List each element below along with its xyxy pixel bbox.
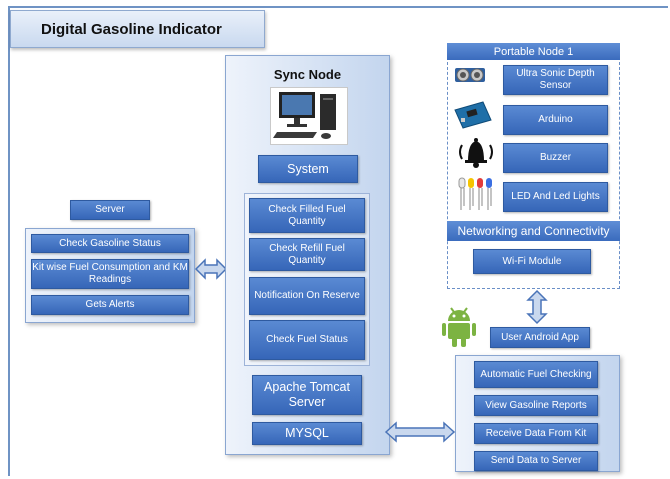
arduino-board-icon [454,101,492,129]
sync-node-label: Sync Node [273,67,342,82]
sync-item: Check Filled Fuel Quantity [249,198,365,233]
server-item: Gets Alerts [31,295,189,315]
android-icon [442,307,476,347]
server-label: Server [70,200,150,220]
android-app-label: User Android App [490,327,590,348]
double-arrow-icon [194,258,228,280]
networking-label: Networking and Connectivity [447,221,620,241]
wifi-module-label: Wi-Fi Module [473,249,591,274]
computer-icon [270,87,348,145]
sync-item: Notification On Reserve [249,277,365,315]
android-item: Send Data to Server [474,451,598,471]
sync-item: Check Fuel Status [249,320,365,360]
portable-item: Ultra Sonic Depth Sensor [503,65,608,95]
android-item: View Gasoline Reports [474,395,598,416]
android-item: Receive Data From Kit [474,423,598,444]
frame-left-line [8,6,10,476]
frame-top-line [8,6,668,8]
double-arrow-icon [526,289,548,325]
sync-item: Check Refill Fuel Quantity [249,238,365,271]
bell-icon [459,138,493,168]
double-arrow-icon [384,421,456,443]
system-label: System [258,155,358,183]
server-item: Kit wise Fuel Consumption and KM Reading… [31,259,189,289]
ultrasonic-sensor-icon [455,68,485,82]
portable-item: Arduino [503,105,608,135]
mysql-label: MYSQL [252,422,362,445]
portable-item: LED And Led Lights [503,182,608,212]
tomcat-label: Apache Tomcat Server [252,375,362,415]
led-icon [458,177,492,210]
portable-node-label: Portable Node 1 [447,43,620,60]
page-title: Digital Gasoline Indicator [10,10,265,48]
portable-item: Buzzer [503,143,608,173]
server-item: Check Gasoline Status [31,234,189,253]
android-item: Automatic Fuel Checking [474,361,598,388]
